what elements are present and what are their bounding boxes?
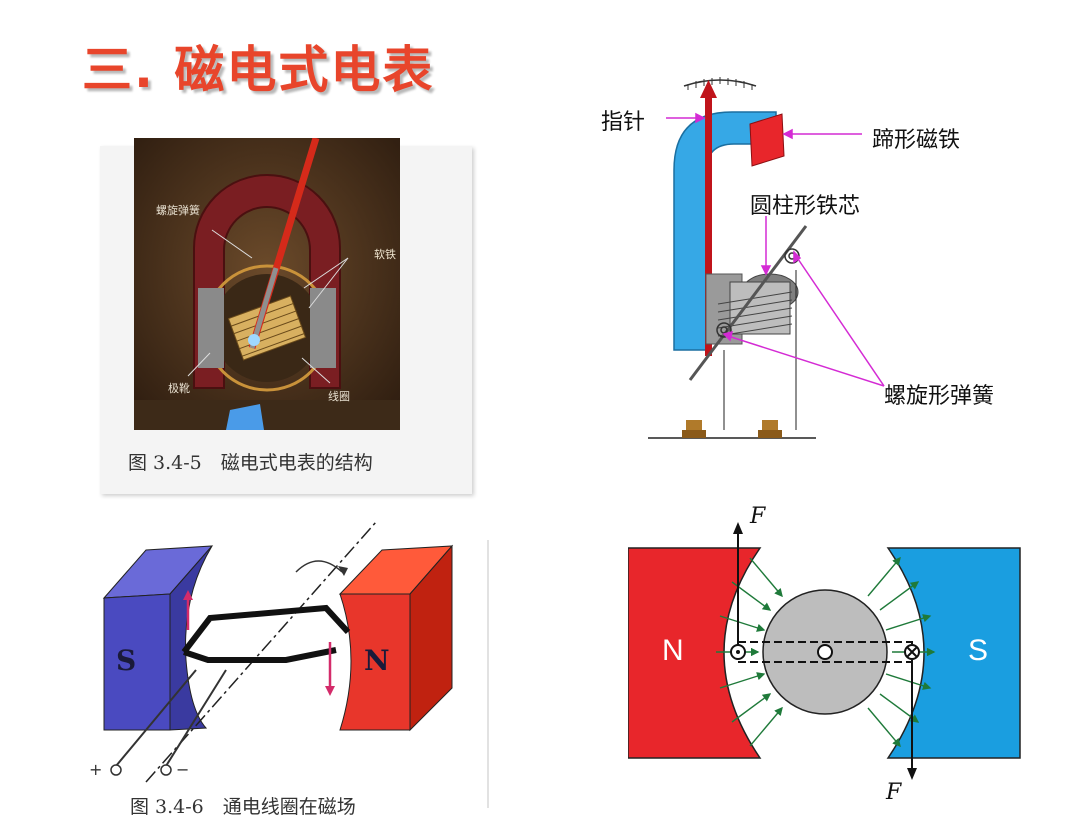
label-horseshoe-magnet: 蹄形磁铁: [872, 128, 961, 153]
label-cylinder-core: 圆柱形铁芯: [750, 194, 861, 219]
coil-pole-n: N: [364, 644, 390, 677]
field-pole-s: S: [968, 634, 989, 667]
photo-label-pole: 极靴: [168, 382, 190, 395]
label-pointer: 指针: [601, 110, 646, 135]
photo-label-spring: 螺旋弹簧: [156, 204, 200, 217]
field-pole-n: N: [662, 634, 684, 667]
photo-label-coil: 线圈: [328, 390, 350, 403]
slide-title: 三. 磁电式电表: [82, 41, 435, 99]
photo-caption: 图 3.4-5 磁电式电表的结构: [128, 452, 373, 474]
coil-pole-s: S: [116, 644, 137, 677]
coil-terminal-plus: +: [89, 760, 103, 779]
radial-field-diagram: [628, 522, 1021, 780]
coil-caption: 图 3.4-6 通电线圈在磁场: [130, 796, 356, 818]
label-spiral-spring: 螺旋形弹簧: [884, 384, 995, 409]
coil-terminal-minus: −: [176, 760, 190, 779]
coil-figure-divider: [487, 540, 489, 808]
meter-photo: [134, 138, 400, 430]
photo-label-soft-iron: 软铁: [374, 248, 396, 261]
coil-in-field-figure: [102, 521, 454, 783]
meter-schematic: [648, 77, 885, 439]
force-label-bottom: F: [886, 780, 902, 805]
force-label-top: F: [750, 504, 766, 529]
